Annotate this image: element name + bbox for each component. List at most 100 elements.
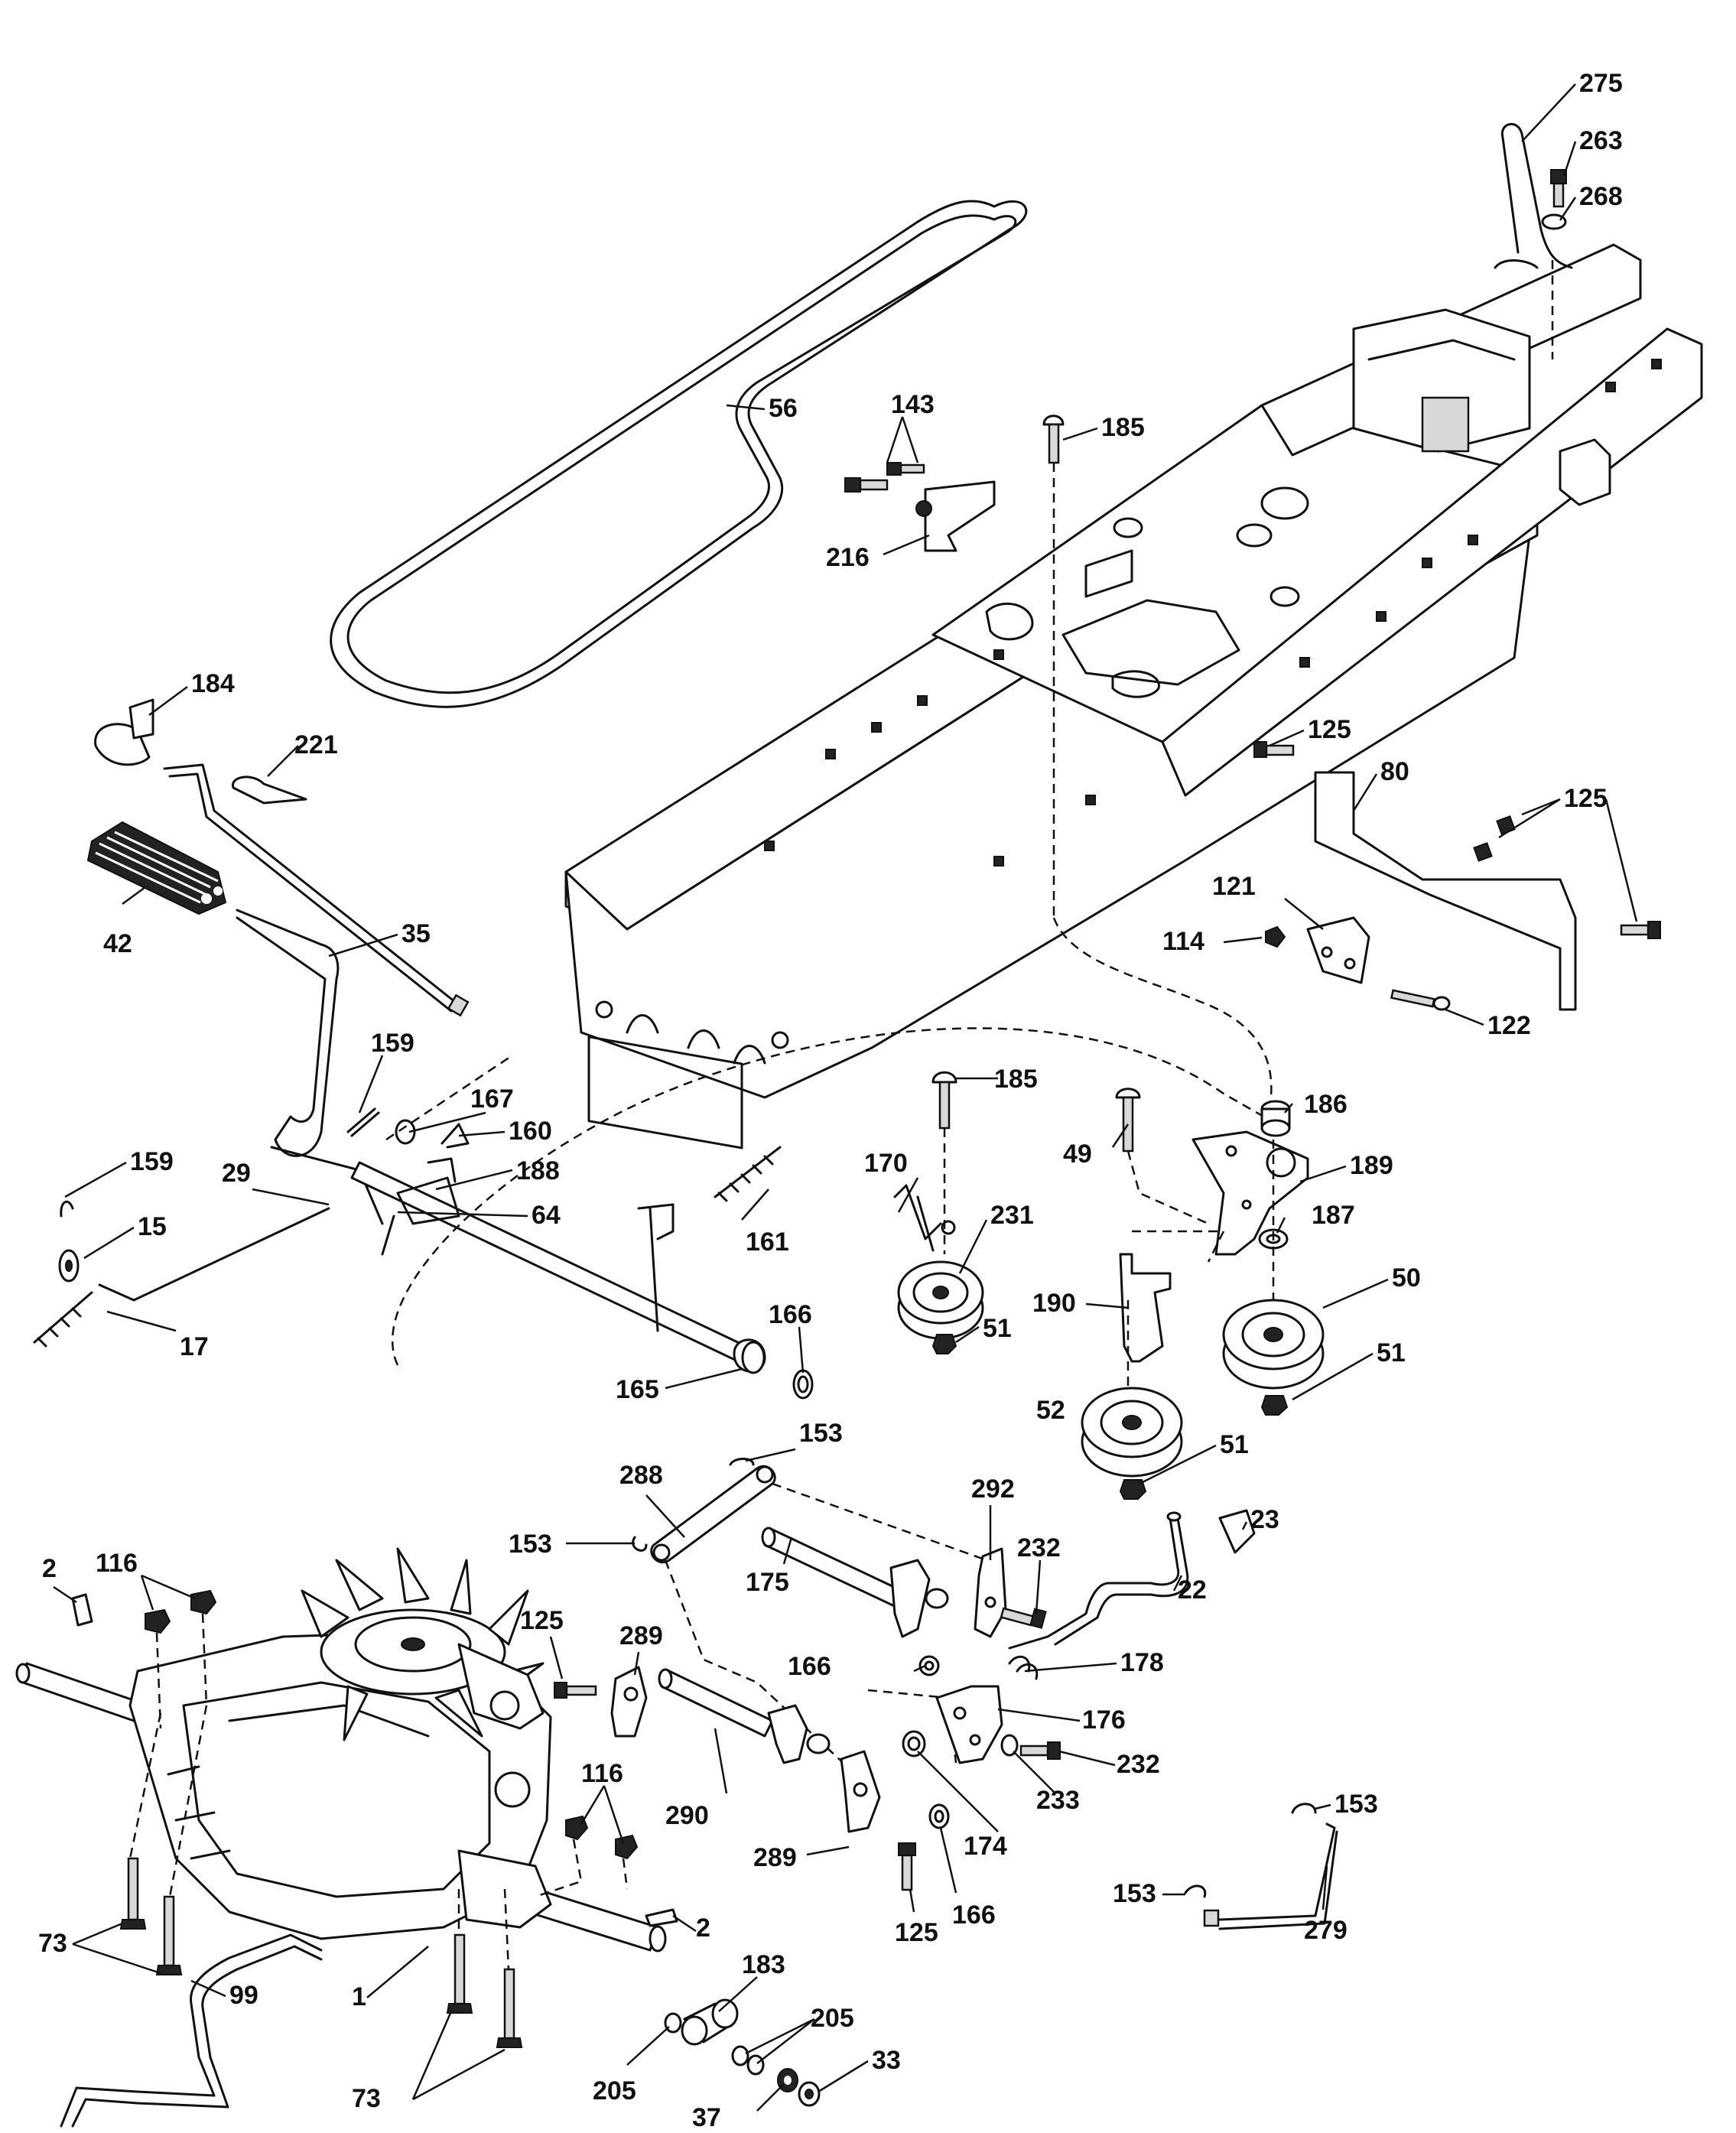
label-263: 263 <box>1579 126 1623 155</box>
nut-51-a <box>931 1334 957 1354</box>
label-170: 170 <box>864 1149 908 1178</box>
bolts-125-right <box>1473 815 1661 939</box>
label-37: 37 <box>692 2103 721 2132</box>
idler-arm-189 <box>1191 1130 1309 1256</box>
label-275: 275 <box>1579 69 1623 98</box>
nut-51-b <box>1260 1395 1289 1416</box>
drive-belt <box>330 200 1028 708</box>
washer-166-lower <box>928 1803 950 1829</box>
dash-161 <box>392 1027 1278 1366</box>
label-153-b: 153 <box>509 1530 552 1559</box>
washer-268 <box>1541 213 1567 230</box>
bracket-289-lower <box>840 1750 881 1833</box>
dash-189 <box>1132 1140 1275 1315</box>
bolt-263 <box>1550 169 1567 208</box>
label-143: 143 <box>891 390 935 419</box>
carriage-bolt-185-upper <box>1042 415 1065 464</box>
washer-166-mid <box>918 1655 940 1676</box>
dash-35 <box>385 1054 513 1141</box>
bracket-289-upper <box>610 1666 648 1738</box>
washer-166-upper <box>792 1369 814 1400</box>
bolt-125-top <box>1253 741 1295 758</box>
rod-35 <box>163 763 470 1017</box>
nuts-116-lower <box>565 1815 639 1860</box>
bracket-121 <box>1306 916 1370 984</box>
dash-49 <box>1126 1150 1209 1225</box>
label-51-b: 51 <box>983 1314 1012 1343</box>
label-1: 1 <box>352 1982 366 2011</box>
label-114: 114 <box>1162 927 1204 956</box>
clip-153-a <box>729 1458 755 1466</box>
clip-221 <box>232 775 307 805</box>
key-2-upper <box>71 1593 93 1627</box>
spring-170 <box>893 1184 956 1252</box>
rod-279 <box>1203 1822 1338 1930</box>
label-161: 161 <box>746 1227 789 1257</box>
rod-17 <box>98 1207 330 1302</box>
label-205-b: 205 <box>593 2076 636 2105</box>
shaft-175 <box>761 1527 949 1638</box>
dash-73 <box>128 1705 510 1970</box>
carriage-bolt-49 <box>1115 1088 1141 1153</box>
idler-pulley-231 <box>897 1260 984 1340</box>
bracket-190 <box>1119 1253 1172 1363</box>
label-2-a: 2 <box>42 1554 57 1583</box>
bushing-165 <box>741 1341 766 1374</box>
label-166-a: 166 <box>769 1300 812 1329</box>
label-188: 188 <box>516 1156 560 1185</box>
spring-161 <box>714 1146 782 1202</box>
dash-292 <box>772 1482 987 1562</box>
label-165: 165 <box>616 1375 659 1404</box>
label-15: 15 <box>138 1212 167 1241</box>
label-159-a: 159 <box>371 1029 414 1058</box>
label-56: 56 <box>769 394 798 423</box>
label-176: 176 <box>1082 1705 1126 1735</box>
pedal-pad-42 <box>86 821 227 915</box>
bracket-176 <box>935 1685 1003 1764</box>
bolt-232-b <box>1019 1741 1061 1760</box>
nut-114 <box>1265 925 1286 948</box>
label-33: 33 <box>872 2046 901 2075</box>
knob-184 <box>94 698 154 766</box>
dash-290 <box>664 1559 873 1790</box>
label-125-a: 125 <box>1308 715 1351 744</box>
label-184: 184 <box>191 669 235 698</box>
retainer-33 <box>798 2081 821 2107</box>
label-175: 175 <box>746 1568 789 1597</box>
label-167: 167 <box>470 1084 514 1114</box>
washer-15 <box>58 1249 80 1283</box>
label-116-b: 116 <box>581 1759 623 1788</box>
label-279: 279 <box>1304 1916 1348 1945</box>
label-178: 178 <box>1120 1648 1164 1677</box>
nut-51-c <box>1119 1479 1147 1500</box>
label-221: 221 <box>294 730 338 759</box>
clip-159-upper <box>346 1107 380 1137</box>
label-174: 174 <box>964 1832 1007 1861</box>
label-99: 99 <box>229 1981 258 2010</box>
label-289-a: 289 <box>619 1621 663 1650</box>
label-50: 50 <box>1392 1263 1421 1292</box>
label-166-c: 166 <box>952 1901 996 1930</box>
label-73-a: 73 <box>38 1929 67 1958</box>
bracket-292 <box>974 1547 1007 1638</box>
bolt-125-low <box>898 1842 916 1891</box>
label-80: 80 <box>1380 757 1409 786</box>
bolts-73 <box>119 1857 523 2048</box>
spacer-183 <box>681 1998 739 2046</box>
dash-186 <box>1052 917 1273 1110</box>
link-288 <box>650 1465 776 1563</box>
deck-lift-rod-275 <box>1494 122 1573 269</box>
clip-159-lower <box>60 1200 74 1218</box>
shaft-290 <box>658 1668 831 1764</box>
washer-174 <box>902 1730 926 1757</box>
label-122: 122 <box>1487 1011 1531 1040</box>
label-51-c: 51 <box>1220 1430 1249 1459</box>
dash-116-lower <box>535 1839 629 1898</box>
label-2-b: 2 <box>696 1914 710 1943</box>
label-186: 186 <box>1304 1090 1348 1119</box>
part-labels: 275 263 268 56 143 185 216 184 221 125 8… <box>38 69 1623 2132</box>
pulley-52 <box>1081 1387 1183 1478</box>
label-35: 35 <box>401 919 431 948</box>
spring-17 <box>33 1291 93 1348</box>
